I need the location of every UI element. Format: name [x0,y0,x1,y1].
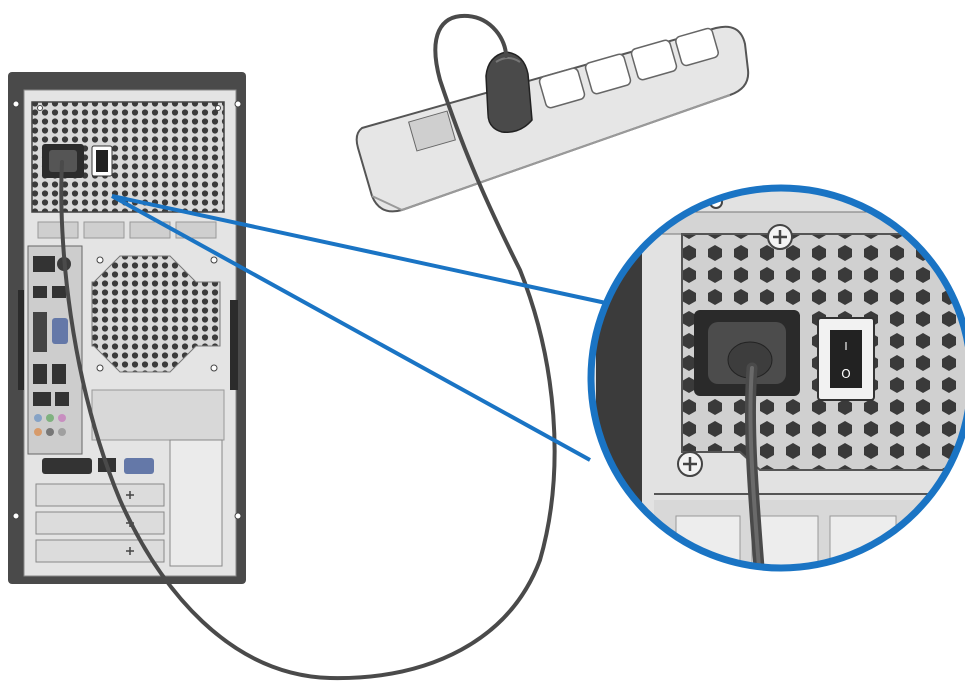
strip-outlet [675,27,719,67]
vga-port [124,458,154,474]
strip-outlet [538,67,586,109]
screw-icon [12,100,20,108]
zoom-callout [111,194,607,462]
power-strip [355,25,750,213]
strip-switch [408,110,456,152]
rear-fan-grille [91,255,221,373]
usb-port [52,364,66,384]
dvi-port [33,312,47,352]
usb-port [33,364,47,384]
screw-icon [12,512,20,520]
pc-tower [8,72,246,584]
usb-port [33,286,47,298]
graphics-ports [42,458,154,474]
usb-port [52,286,66,298]
strip-outlet [630,39,678,81]
dvi-port [42,458,92,474]
switch-on-label: I [844,340,847,353]
screw-icon [234,100,242,108]
io-shield [27,245,83,455]
screw-icon [677,451,703,477]
power-plug-icon [485,51,533,133]
strip-outlet [584,53,632,95]
lan-port [33,392,51,406]
power-supply-unit [31,101,225,213]
zoom-detail-circle: I O [587,184,965,572]
expansion-slots [35,483,165,563]
power-cable [59,13,557,681]
usb-port [55,392,69,406]
rocker-switch-icon [96,150,108,172]
screw-icon [767,224,793,250]
switch-off-label: O [841,367,850,381]
screw-icon [234,512,242,520]
audio-jacks [34,414,66,436]
vga-port [52,318,68,344]
ps2-port [33,256,55,272]
